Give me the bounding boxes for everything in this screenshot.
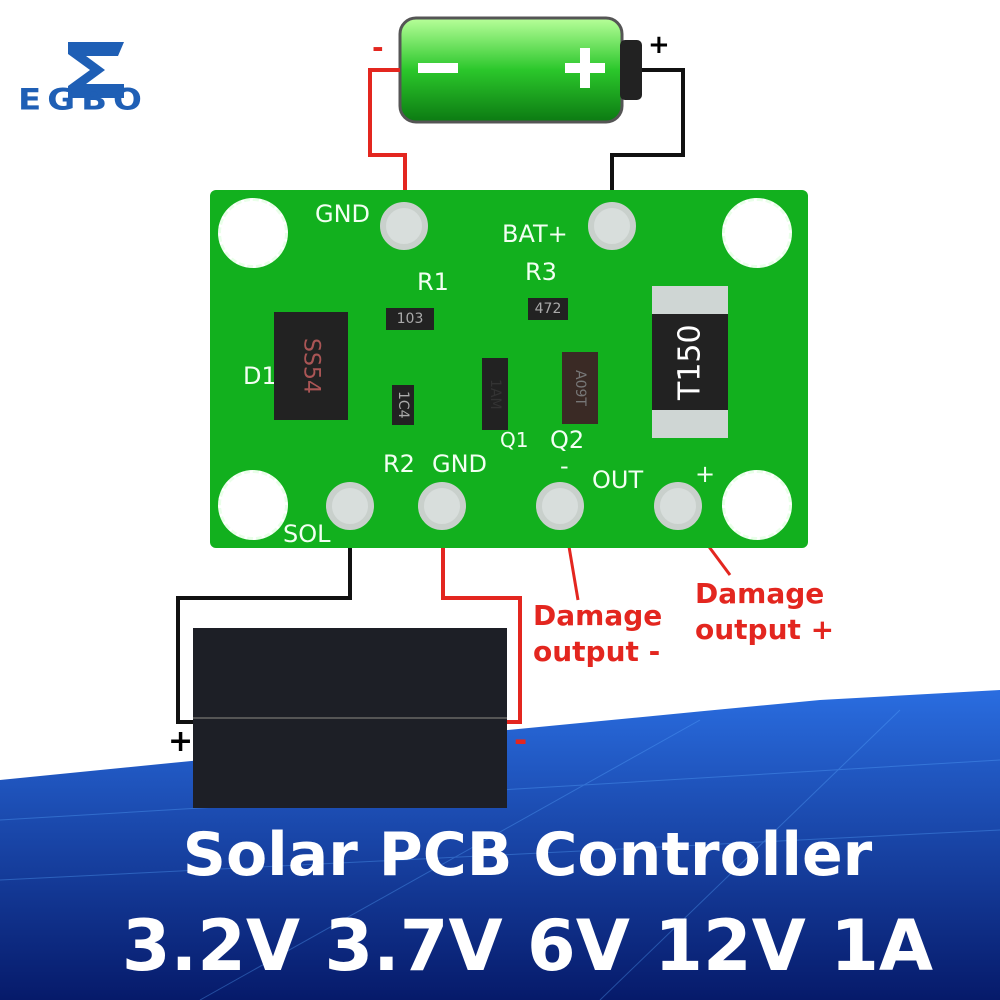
- resistor-r1: 103: [386, 308, 434, 330]
- label-out-plus: +: [695, 460, 716, 488]
- pad-bat-plus: [588, 202, 636, 250]
- pcb-board: GND BAT+ R1 R3 D1 R2 GND Q1 Q2 - OUT + S…: [210, 190, 808, 548]
- resistor-r2: 1C4: [392, 385, 414, 425]
- pad-gnd-top: [380, 202, 428, 250]
- battery-image: [398, 16, 642, 124]
- inductor: T150: [652, 286, 728, 438]
- label-bat-plus: BAT+: [502, 220, 568, 248]
- label-sol: SOL: [283, 520, 331, 548]
- battery-minus-label: -: [372, 31, 384, 64]
- diode-d1: SS54: [274, 312, 348, 420]
- damage-output-plus-annotation: Damage output +: [695, 577, 835, 646]
- label-gnd-top: GND: [315, 200, 371, 228]
- label-out: OUT: [592, 466, 644, 494]
- solar-panel-image: [193, 628, 507, 808]
- label-d1: D1: [243, 362, 277, 390]
- pad-out-minus: [536, 482, 584, 530]
- label-r1: R1: [417, 268, 449, 296]
- label-out-minus: -: [560, 452, 569, 480]
- headline-specs: 3.2V 3.7V 6V 12V 1A: [121, 905, 934, 987]
- damage-output-minus-annotation: Damage output -: [533, 599, 663, 668]
- pad-sol: [326, 482, 374, 530]
- label-q2: Q2: [550, 426, 585, 454]
- transistor-q1: 1AM: [482, 358, 508, 430]
- battery-plus-label: +: [648, 30, 670, 60]
- label-r3: R3: [525, 258, 557, 286]
- label-gnd-bottom: GND: [432, 450, 488, 478]
- label-q1: Q1: [500, 428, 529, 452]
- solar-minus-label: -: [514, 721, 528, 759]
- transistor-q2: A09T: [562, 352, 598, 424]
- label-r2: R2: [383, 450, 415, 478]
- pad-out-plus: [654, 482, 702, 530]
- pad-gnd-bottom: [418, 482, 466, 530]
- brand-logo-text: EGBO: [18, 83, 148, 117]
- resistor-r3: 472: [528, 298, 568, 320]
- solar-plus-label: +: [168, 724, 194, 759]
- headline-title: Solar PCB Controller: [182, 820, 873, 890]
- brand-logo-icon: [68, 42, 124, 98]
